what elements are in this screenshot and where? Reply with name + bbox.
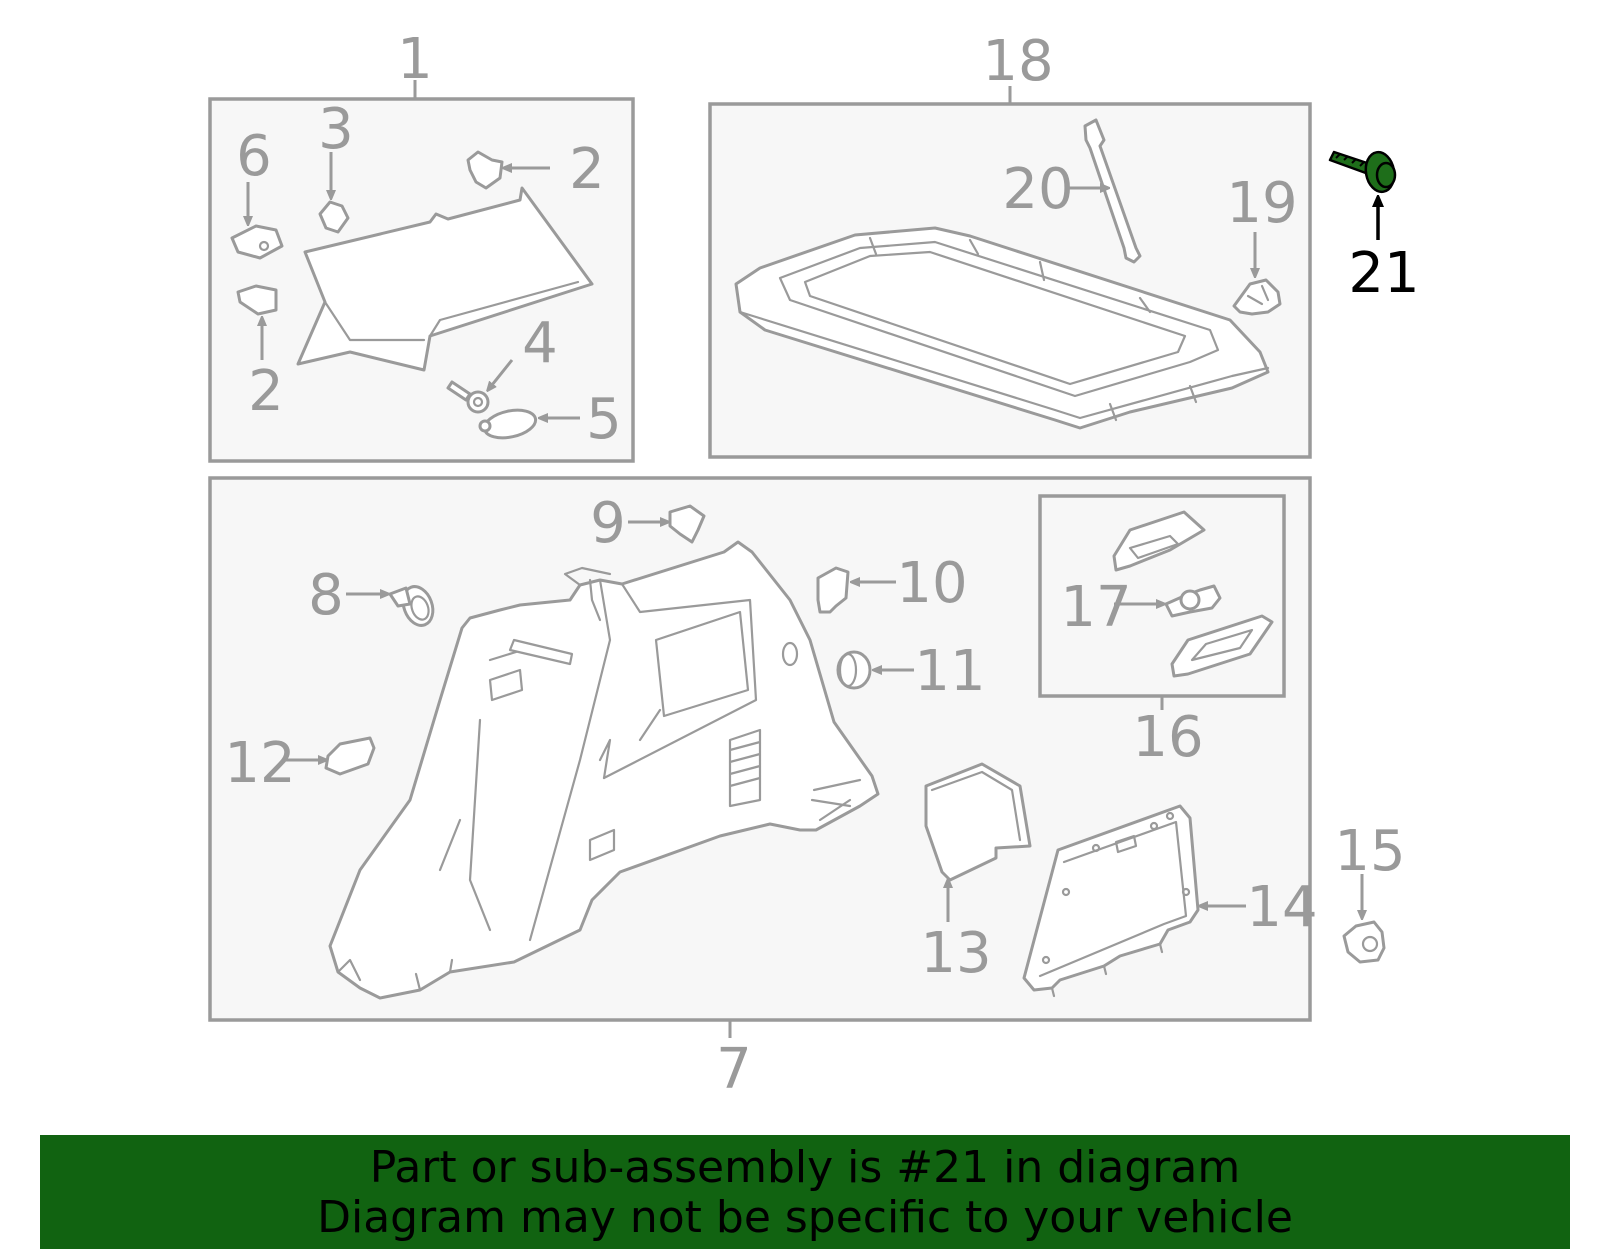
banner-line-1: Part or sub-assembly is #21 in diagram [369, 1142, 1241, 1193]
callout-18: 18 [982, 29, 1053, 94]
cover-5-part[interactable] [478, 406, 538, 442]
clip-3-part[interactable] [318, 200, 350, 234]
fastener-8-part[interactable] [388, 582, 438, 629]
callout-5: 5 [586, 387, 622, 452]
screw-4-part[interactable] [446, 380, 490, 414]
access-panel-14-part[interactable] [1022, 804, 1200, 998]
callout-20: 20 [1002, 157, 1073, 222]
callout-4: 4 [522, 311, 558, 376]
callout-15: 15 [1334, 819, 1405, 884]
lamp-housing-16-part[interactable] [1112, 510, 1206, 572]
callout-9: 9 [590, 491, 626, 556]
group-1-box: 1 6 3 2 2 [208, 27, 635, 463]
callout-13: 13 [920, 921, 991, 986]
callout-14: 14 [1246, 875, 1317, 940]
clip-6-part[interactable] [230, 224, 284, 260]
cargo-cover-part[interactable] [734, 226, 1270, 430]
cover-13-part[interactable] [924, 762, 1032, 882]
info-banner: Part or sub-assembly is #21 in diagram D… [40, 1135, 1570, 1249]
clip-15-part[interactable] [1342, 920, 1386, 964]
clip-19-part[interactable] [1232, 278, 1282, 316]
clip-10-part[interactable] [816, 566, 850, 614]
clip-12-part[interactable] [324, 736, 376, 776]
banner-line-2: Diagram may not be specific to your vehi… [317, 1192, 1293, 1243]
clip-9-part[interactable] [668, 504, 706, 544]
bulb-17-part[interactable] [1164, 584, 1222, 618]
callout-6: 6 [236, 124, 272, 189]
callout-7: 7 [716, 1037, 752, 1102]
callout-2-lower: 2 [248, 359, 284, 424]
callout-11: 11 [914, 639, 985, 704]
bolt-21-highlighted-part[interactable] [1328, 150, 1397, 194]
strut-20-part[interactable] [1083, 118, 1142, 264]
callout-1: 1 [397, 27, 433, 92]
plug-11-part[interactable] [836, 650, 872, 690]
callout-17: 17 [1060, 575, 1131, 640]
callout-12: 12 [224, 731, 295, 796]
callout-19: 19 [1226, 171, 1297, 236]
group-7-box: 7 9 8 [208, 476, 1318, 1102]
clip-2-upper-part[interactable] [466, 150, 504, 190]
callout-3: 3 [318, 97, 354, 162]
clip-2-lower-part[interactable] [236, 284, 278, 316]
lens-16-part[interactable] [1170, 614, 1274, 678]
group-16-box: 16 17 [1038, 494, 1286, 770]
quarter-upper-trim-part[interactable] [296, 186, 594, 372]
callout-16: 16 [1132, 705, 1203, 770]
quarter-lower-trim-part[interactable] [328, 540, 880, 1000]
group-18-box: 18 20 19 [708, 29, 1312, 459]
callout-21: 21 [1348, 241, 1419, 306]
callout-8: 8 [308, 563, 344, 628]
callout-2-upper: 2 [569, 137, 605, 202]
callout-10: 10 [896, 551, 967, 616]
